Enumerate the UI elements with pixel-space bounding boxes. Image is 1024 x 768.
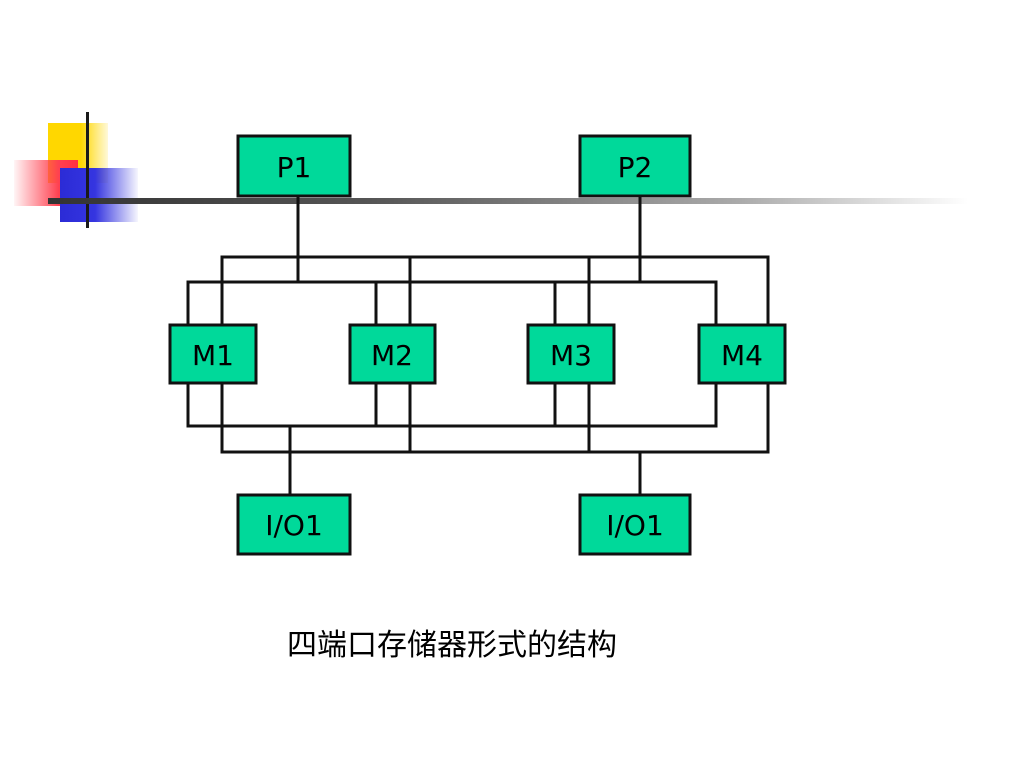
node-io-right-label: I/O1 (606, 509, 664, 542)
node-m4: M4 (697, 323, 787, 385)
bus-wires (186, 194, 770, 497)
diagram-caption: 四端口存储器形式的结构 (0, 620, 1024, 664)
node-p1: P1 (236, 134, 352, 198)
node-m2-label: M2 (371, 339, 413, 372)
node-m4-label: M4 (721, 339, 763, 372)
node-m1-label: M1 (192, 339, 234, 372)
node-m1: M1 (168, 323, 258, 385)
node-m3: M3 (526, 323, 616, 385)
diagram-caption-text: 四端口存储器形式的结构 (287, 628, 617, 663)
node-io-right: I/O1 (578, 493, 692, 556)
decorative-horizontal-rule (48, 198, 968, 204)
decorative-blue-square (60, 168, 138, 222)
node-m2: M2 (348, 323, 437, 385)
node-p1-label: P1 (277, 151, 312, 184)
node-m3-label: M3 (550, 339, 592, 372)
node-p2: P2 (578, 134, 692, 198)
decorative-vertical-line (86, 112, 89, 228)
node-p2-label: P2 (618, 151, 653, 184)
node-io-left-label: I/O1 (265, 509, 323, 542)
node-io-left: I/O1 (236, 493, 352, 556)
